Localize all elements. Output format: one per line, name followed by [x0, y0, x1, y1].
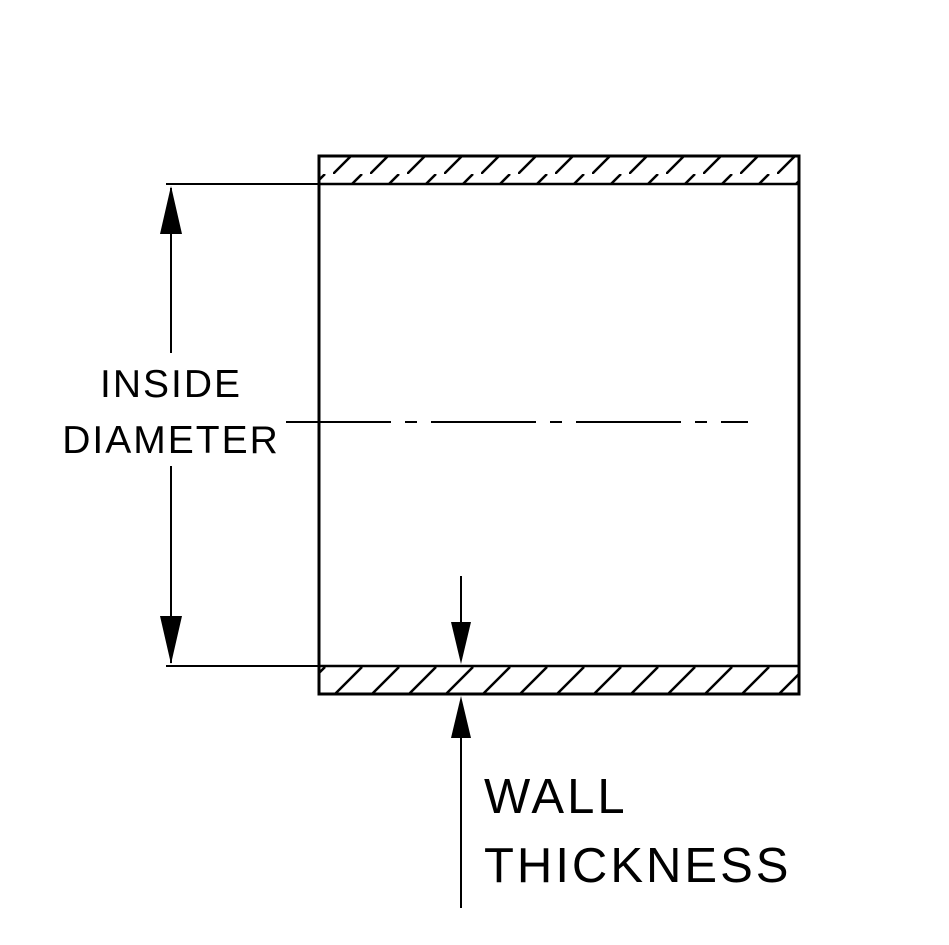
- tube-outline: [317, 154, 801, 696]
- dimension-arrow-down-icon: [160, 616, 182, 664]
- tube-bottom-wall: [317, 664, 801, 696]
- dimension-arrow-up-icon: [160, 186, 182, 234]
- wall-thickness-label-line1: WALL: [484, 770, 628, 824]
- inside-diameter-label-line2: DIAMETER: [62, 419, 280, 462]
- inside-diameter-label-line1: INSIDE: [100, 363, 242, 406]
- wall-thickness-label-line2: THICKNESS: [484, 839, 791, 893]
- tube-top-wall: [317, 154, 801, 186]
- wall-thickness-arrow-down-icon: [451, 622, 471, 664]
- wall-thickness-arrow-up-icon: [451, 696, 471, 738]
